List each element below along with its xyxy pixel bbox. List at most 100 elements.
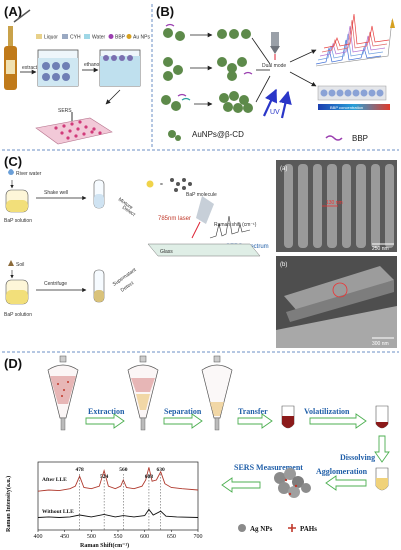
step-arrows [85,413,390,493]
dual-mode-detector: Dual mode [262,32,317,87]
soil-label: Soil [16,262,24,268]
panel-a: (A) Liquor CYH Water BBP Au NPs [4,4,150,145]
np-row-2 [163,57,253,81]
np-row-1 [163,23,251,41]
legend-ag-nps: Ag NPs [250,525,273,533]
sem-image-b: (b) 300 nm [276,256,397,348]
river-water-label: River water [16,171,42,177]
x-tick-label-2: 500 [87,534,96,540]
legend-water: Water [92,35,105,41]
chart-x-label: Raman Shift(cm⁻¹) [80,542,129,549]
centrifuge-label: Centrifuge [44,281,67,287]
x-tick-label-1: 450 [60,534,69,540]
bap-tube-2 [5,279,29,305]
nanoparticle-label: AuNPs@β-CD [192,130,244,139]
x-tick-label-4: 600 [140,534,149,540]
peak-label-524: 524 [100,474,109,480]
step-extract-label: extract [22,65,38,71]
liquor-bottle [4,9,31,90]
step-agglomeration: Agglomeration [316,467,368,476]
peak-label-478: 478 [75,467,84,473]
bap-molecule-label: BaP molecule [186,192,217,198]
series-label-without: Without LLE [42,509,74,515]
sem-image-a: (a) 130 nm 250 nm [276,160,397,252]
chart-y-label: Raman Intensity(a.u.) [5,476,12,532]
x-tick-label-3: 550 [114,534,123,540]
panel-b-legend: AuNPs@β-CD BBP [168,130,368,143]
peak-label-608: 608 [145,474,154,480]
series-line-1 [37,508,199,518]
panel-b-label: (B) [156,4,174,19]
legend-pahs: PAHs [300,525,317,533]
raman-shift-axis-label: Raman shift (cm⁻¹) [214,222,257,228]
bap-solution-2-label: BaP solution [4,312,32,318]
sers-substrate: SERS [35,108,113,145]
uv-arrows: UV [263,88,292,119]
soil-icon [8,260,14,266]
series-label-after: After LLE [42,477,67,483]
sers-label: SERS [58,108,72,114]
step-separation: Separation [164,407,202,416]
separatory-funnel-3 [201,355,233,431]
panel-c-label: (C) [4,154,22,169]
uv-label: UV [270,109,280,116]
detect-label-1: Detect [121,205,137,219]
step-ethanol-label: ethanol [84,62,100,68]
panel-a-legend: Liquor CYH Water BBP Au NPs [36,34,150,41]
step-extraction: Extraction [88,407,125,416]
mixture-tube [93,179,105,209]
series-line-0 [37,467,199,492]
raman-3d-spectra [315,13,395,67]
np-row-3 [161,91,253,113]
legend-bbp: BBP [115,35,126,41]
step-sers-measurement: SERS Measurement [234,463,303,472]
bap-tube-1 [5,189,29,213]
colorimetric-strip: BBP concentration [317,85,390,110]
sem-a-scale: 250 nm [372,246,389,252]
transfer-tube [281,405,295,429]
panel-d: (D) [4,355,390,549]
step-dissolving: Dissolving [340,453,375,462]
peak-label-630: 630 [157,467,166,473]
separatory-funnel-2 [127,355,159,431]
shake-well-label: Shake well [44,190,68,196]
dissolving-tube [375,467,389,491]
dual-mode-label: Dual mode [262,63,286,69]
x-tick-label-5: 650 [167,534,176,540]
panel-a-label: (A) [4,4,22,19]
equals-sign: = [160,182,163,188]
volatilization-tube [375,405,389,429]
strip-label: BBP concentration [330,105,363,110]
bap-solution-1-label: BaP solution [4,218,32,224]
bap-molecule-icon [146,178,192,192]
panel-c: (C) River water BaP solution Shake well … [4,154,397,348]
laser-label: 785nm laser [158,216,191,222]
x-tick-label-6: 700 [194,534,203,540]
sem-a-tag: (a) [280,166,287,172]
panel-d-label: (D) [4,356,22,371]
sem-b-tag: (b) [280,262,287,268]
supernatant-tube [93,269,105,303]
sem-a-measure: 130 nm [326,200,343,206]
step-volatilization: Volatilization [304,407,350,416]
legend-au-nps: Au NPs [133,35,150,41]
laser-probe [191,196,214,239]
sers-spectrum-trace [209,215,251,239]
step-transfer: Transfer [238,407,268,416]
separatory-funnel-1 [47,355,79,431]
x-tick-label-0: 400 [34,534,43,540]
panel-d-legend: Ag NPs PAHs [238,524,317,533]
peak-label-560: 560 [119,467,128,473]
legend-liquor: Liquor [44,35,58,41]
panel-b: (B) [156,4,395,143]
legend-cyh: CYH [70,35,81,41]
water-drop-icon [8,169,14,175]
agglomerate-icon [274,468,311,498]
ethanol-beaker [99,49,141,87]
bbp-label: BBP [352,134,368,143]
extraction-beaker [37,49,79,87]
chart-plot-area [37,461,199,531]
sem-b-scale: 300 nm [372,341,389,347]
